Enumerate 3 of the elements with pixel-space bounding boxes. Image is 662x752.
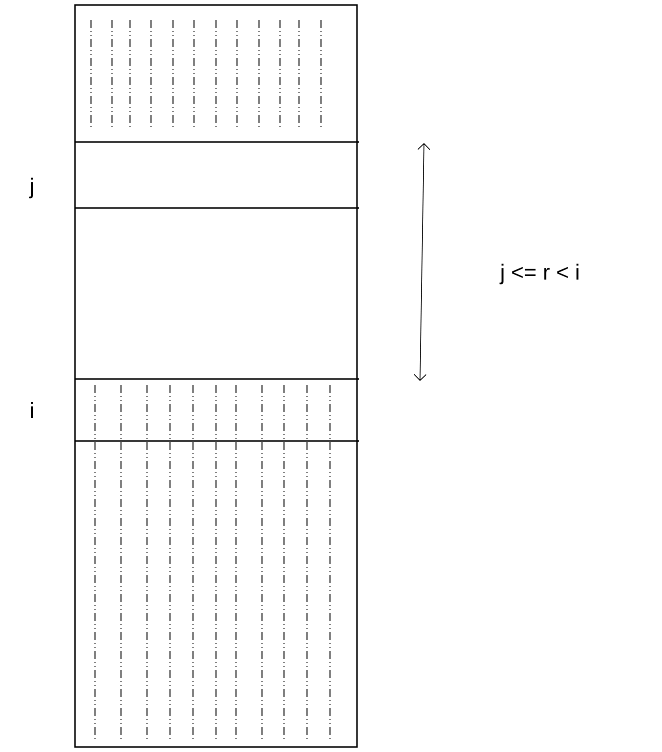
row-label: i [31, 402, 33, 418]
row-label: j [29, 178, 33, 198]
range-label: j <= r < i [500, 264, 578, 284]
